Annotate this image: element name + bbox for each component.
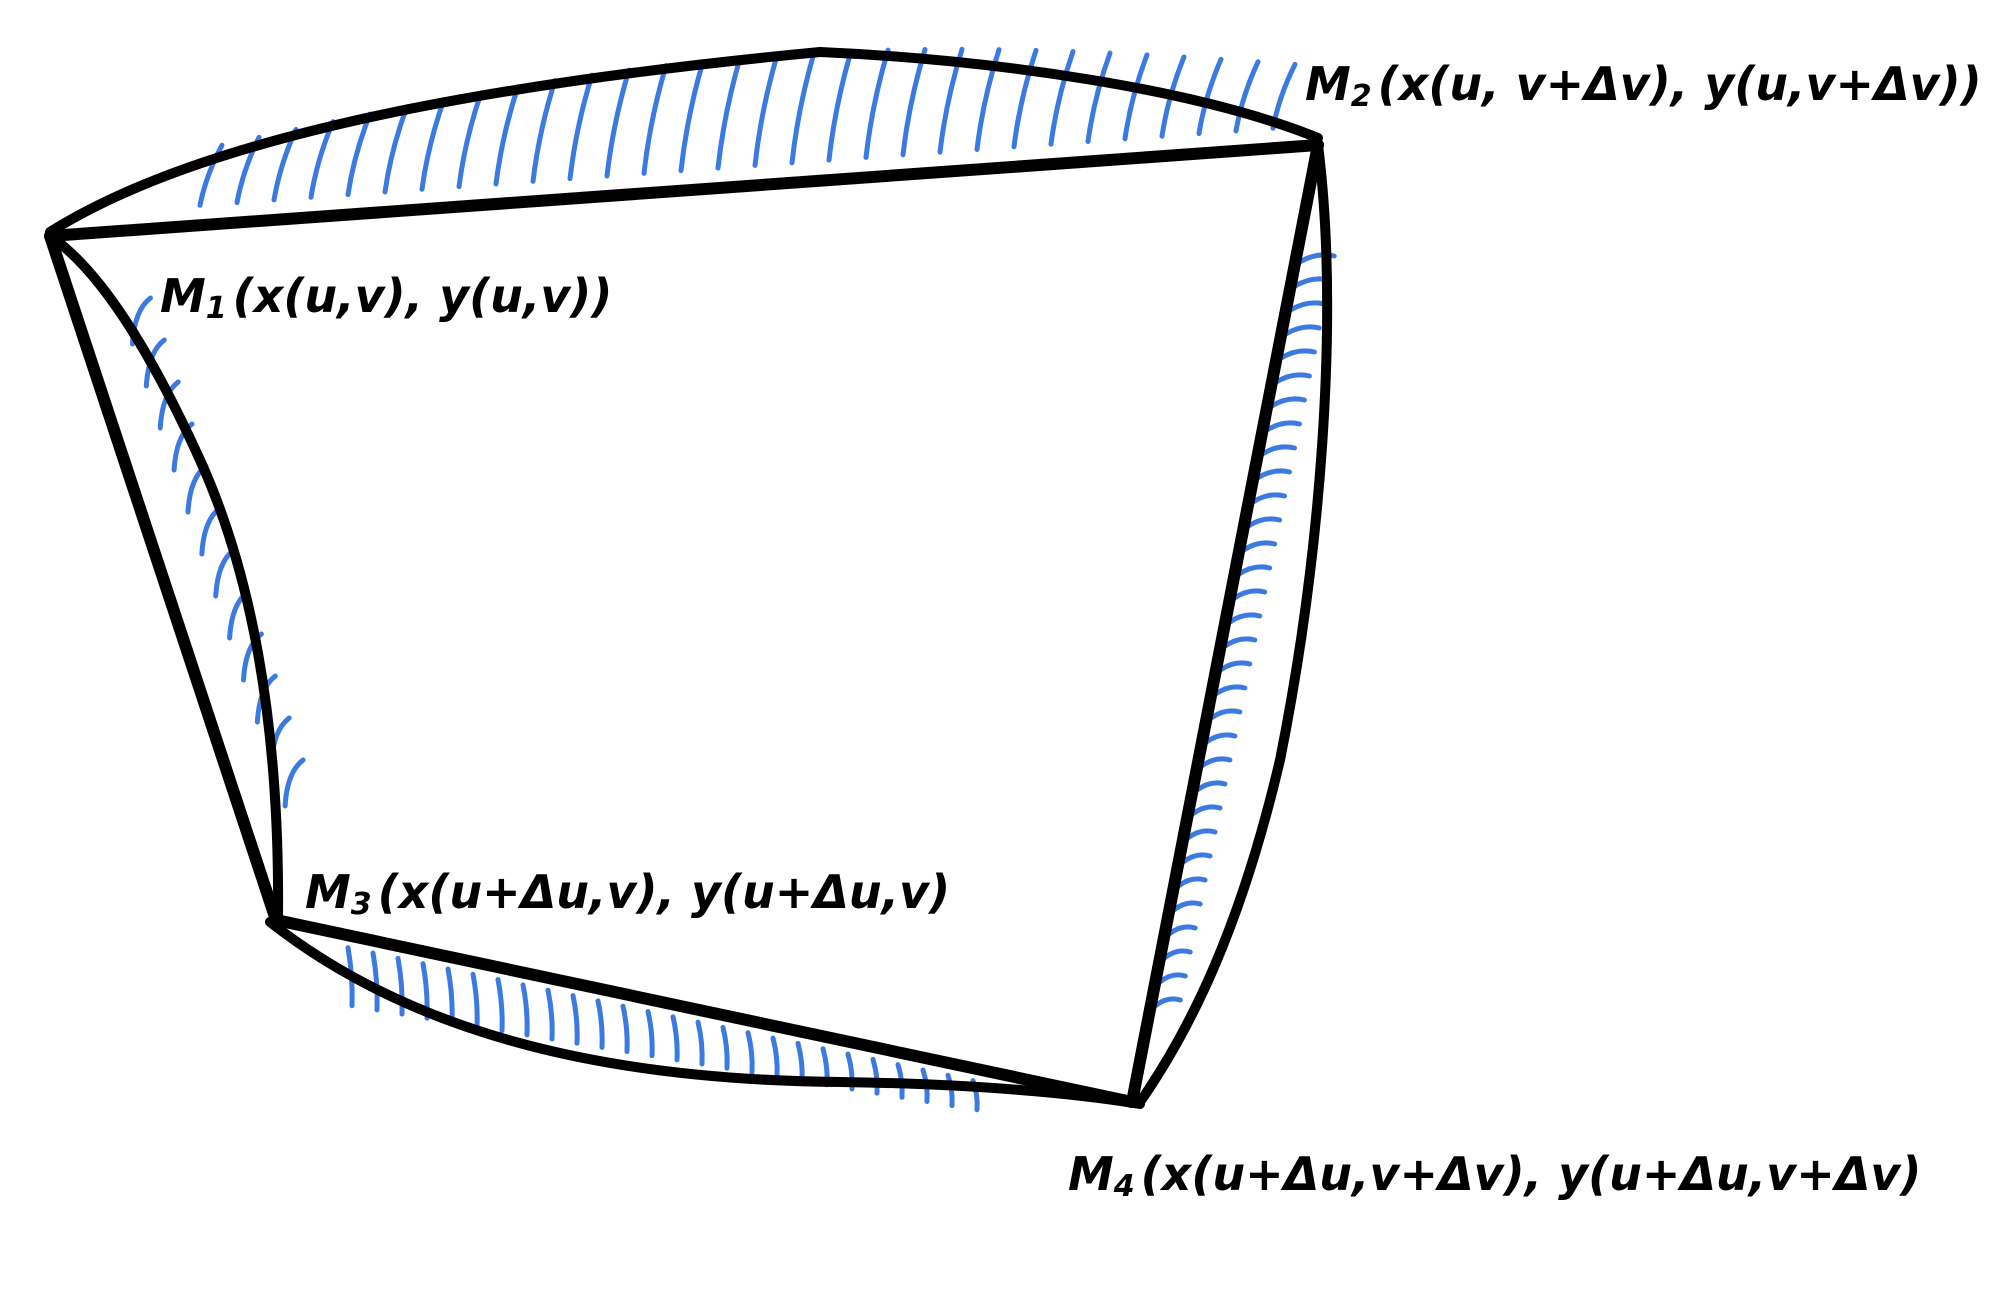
hatch-stroke — [1122, 52, 1150, 142]
hatch-stroke — [715, 55, 743, 171]
hatch-stroke — [1199, 756, 1233, 769]
label-m3: M3(x(u+Δu,v), y(u+Δu,v) — [305, 865, 950, 922]
hatch-stroke — [1236, 564, 1273, 577]
hatch-stroke — [1152, 996, 1183, 1009]
label-m2: M2(x(u, v+Δv), y(u,v+Δv)) — [1305, 57, 1982, 114]
hatch-stroke — [1245, 516, 1283, 529]
hatch-stroke — [1085, 50, 1113, 145]
hatch-stroke — [1222, 636, 1258, 649]
hatch-stroke — [470, 971, 480, 1030]
hatch-stroke — [1250, 492, 1288, 505]
hatch-stroke — [645, 1009, 655, 1059]
hatch-stroke — [1189, 804, 1223, 817]
hatch-stroke — [720, 1024, 730, 1071]
hatch-stroke — [282, 757, 306, 809]
hatch-stroke — [1048, 49, 1076, 147]
hatch-stroke — [1180, 852, 1213, 865]
hatch-stroke — [1166, 924, 1198, 937]
hatch-stroke — [770, 1035, 780, 1079]
hatch-stroke — [695, 1019, 705, 1067]
hatch-stroke — [1194, 780, 1228, 793]
straight-edge-bottom — [270, 914, 1138, 1108]
hatch-stroke — [493, 84, 521, 187]
hatch-stroke — [752, 52, 780, 168]
hatch-stroke — [1269, 396, 1307, 409]
hatch-stroke — [826, 48, 854, 163]
label-m1: M1(x(u,v), y(u,v)) — [160, 269, 612, 326]
hatch-stroke — [1283, 324, 1322, 337]
hatch-stroke — [1241, 540, 1278, 553]
hatch-stroke — [1231, 588, 1268, 601]
hatch-stroke — [641, 63, 669, 176]
hatch-stroke — [445, 966, 455, 1025]
hatch-stroke — [1161, 948, 1193, 961]
hatch-stroke — [1233, 59, 1261, 134]
curved-edge-bottom — [265, 917, 1145, 1109]
hatch-bottom-region — [345, 945, 980, 1113]
curved-edge-right — [1135, 140, 1333, 1107]
hatch-stroke — [1203, 732, 1238, 745]
hatch-stroke — [395, 955, 405, 1017]
hatch-stroke — [863, 47, 891, 160]
hatch-stroke — [1264, 420, 1302, 433]
hatch-stroke — [520, 982, 530, 1038]
hatch-stroke — [595, 998, 605, 1050]
hatch-stroke — [1278, 348, 1317, 361]
straight-edge-top — [44, 139, 1324, 242]
hatch-stroke — [545, 987, 555, 1042]
hatch-stroke — [382, 104, 410, 195]
curved-edge-top — [45, 47, 1323, 237]
hatch-stroke — [456, 90, 484, 190]
hatch-stroke — [974, 47, 1002, 152]
hatch-stroke — [1175, 876, 1208, 889]
hatch-stroke — [370, 950, 380, 1013]
hatch-stroke — [495, 977, 505, 1034]
hatch-stroke — [620, 1003, 630, 1055]
hatch-stroke — [419, 97, 447, 192]
straight-edge-right — [1126, 139, 1324, 1108]
hatch-stroke — [197, 142, 225, 208]
hatch-stroke — [1157, 972, 1188, 985]
straight-edge-left — [44, 230, 282, 926]
hatch-stroke — [1227, 612, 1263, 625]
hatch-stroke — [530, 78, 558, 184]
hatch-stroke — [1196, 56, 1224, 137]
hatch-stroke — [567, 72, 595, 182]
hatch-stroke — [1259, 444, 1297, 457]
hatch-stroke — [795, 1040, 805, 1084]
hatch-right-region — [1152, 252, 1337, 1009]
hatch-stroke — [1185, 828, 1218, 841]
hatch-stroke — [900, 46, 928, 158]
hatch-stroke — [1255, 468, 1293, 481]
hatch-stroke — [1208, 708, 1243, 721]
hatch-stroke — [745, 1030, 755, 1075]
hatch-stroke — [570, 993, 580, 1046]
hatch-stroke — [1213, 684, 1248, 697]
hatch-stroke — [870, 1056, 880, 1096]
hatch-stroke — [1273, 372, 1312, 385]
hatch-stroke — [678, 59, 706, 174]
hatch-stroke — [604, 67, 632, 179]
label-m4: M4(x(u+Δu,v+Δv), y(u+Δu,v+Δv) — [1068, 1147, 1921, 1204]
hatch-stroke — [1011, 47, 1039, 150]
hatch-stroke — [1171, 900, 1203, 913]
hatch-stroke — [789, 50, 817, 166]
hatch-stroke — [945, 1072, 955, 1109]
hatch-stroke — [1217, 660, 1253, 673]
curved-edge-left — [45, 231, 284, 923]
hatch-top-region — [197, 46, 1298, 208]
hatch-stroke — [1287, 300, 1327, 313]
hatch-stroke — [670, 1014, 680, 1063]
